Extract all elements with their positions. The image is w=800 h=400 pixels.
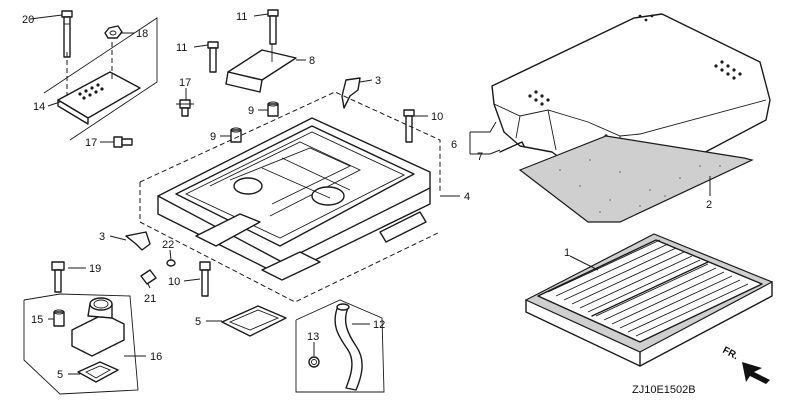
callout-22: 22 — [162, 239, 174, 251]
part-22-ring — [166, 259, 176, 267]
callout-12: 12 — [373, 319, 385, 331]
part-14-mounting-bracket — [57, 42, 141, 125]
callout-15: 15 — [31, 314, 43, 326]
part-3-clip-lower — [125, 231, 151, 251]
callout-3-lower: 3 — [99, 231, 105, 243]
part-11-bolt-a — [267, 9, 279, 45]
part-1-air-filter-element — [524, 233, 774, 367]
callout-8: 8 — [309, 55, 315, 67]
part-10-bolt-lower — [199, 261, 211, 297]
outlet-group-frame — [23, 293, 139, 395]
part-19-bolt — [51, 261, 65, 293]
callout-17-lower: 17 — [85, 137, 97, 149]
callout-3-upper: 3 — [375, 75, 381, 87]
callout-5-middle: 5 — [195, 316, 201, 328]
diagram-code: ZJ10E1502B — [632, 384, 696, 396]
part-17-bolt-lower — [113, 136, 133, 148]
part-21-sleeve — [140, 269, 157, 285]
callout-13: 13 — [307, 331, 319, 343]
callout-21: 21 — [144, 293, 156, 305]
part-7-hinge-pin — [499, 141, 525, 153]
callout-14: 14 — [33, 101, 45, 113]
part-8-clamp-bracket — [225, 44, 297, 93]
part-12-hose — [334, 303, 363, 391]
callout-9-b: 9 — [210, 131, 216, 143]
part-4-air-cleaner-case — [139, 91, 441, 303]
callout-1: 1 — [564, 247, 570, 259]
callout-10-upper: 10 — [431, 111, 443, 123]
part-5-gasket-middle — [221, 305, 287, 337]
part-18-flange-nut — [104, 25, 123, 39]
hose-group-frame — [295, 299, 385, 393]
part-9-pin-b — [230, 127, 242, 143]
part-3-clip-upper — [341, 77, 361, 109]
callout-9-a: 9 — [248, 105, 254, 117]
part-10-bolt-upper — [403, 109, 415, 143]
leader-lines — [29, 13, 711, 375]
front-arrow-label: FR. — [721, 345, 741, 362]
callout-2: 2 — [706, 199, 712, 211]
callout-7: 7 — [477, 151, 483, 163]
callout-16: 16 — [150, 351, 162, 363]
part-2-sealing-pad — [518, 135, 754, 223]
callout-11-b: 11 — [176, 42, 187, 54]
part-16-outlet-flange — [71, 297, 125, 357]
part-5-gasket-lower — [77, 361, 119, 383]
callout-11-a: 11 — [236, 11, 247, 23]
part-17-bolt-upper — [176, 99, 194, 117]
callout-10-lower: 10 — [168, 276, 180, 288]
bracket-group-frame — [43, 17, 158, 141]
callout-20: 20 — [22, 14, 34, 26]
callout-5-lower: 5 — [57, 369, 63, 381]
part-15-collar — [53, 309, 65, 327]
part-11-bolt-b — [207, 41, 219, 73]
part-20-long-bolt — [61, 10, 73, 58]
callout-6: 6 — [451, 139, 457, 151]
callout-17-upper: 17 — [179, 77, 191, 89]
callout-19: 19 — [89, 263, 101, 275]
part-9-pin-a — [267, 101, 279, 117]
callout-18: 18 — [136, 28, 148, 40]
callout-4: 4 — [464, 191, 470, 203]
filter-pleats — [547, 239, 749, 337]
front-direction-arrow-icon: FR. — [721, 345, 770, 384]
part-13-hose-clamp — [308, 356, 320, 368]
callout-labels: 20 18 14 17 17 11 11 8 3 9 9 10 4 3 22 2… — [22, 11, 712, 381]
